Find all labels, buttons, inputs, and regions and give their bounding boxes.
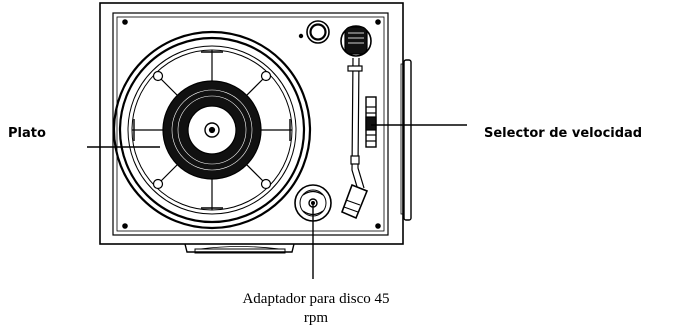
- screw-icon: [122, 223, 128, 229]
- tonearm: [340, 25, 372, 220]
- speed-selector-label: Selector de velocidad: [484, 126, 643, 141]
- speed-selector: [365, 96, 377, 148]
- adapter-label-line-1: Adaptador para disco 45: [242, 291, 390, 307]
- turntable-case: [99, 2, 404, 245]
- screw-icon: [375, 223, 381, 229]
- screw-icon: [122, 19, 128, 25]
- carry-handle: [184, 243, 295, 254]
- adapter-label-line-2: rpm: [303, 310, 329, 326]
- screw-icon: [375, 19, 381, 25]
- start-knob: [298, 20, 330, 44]
- adapter-label: Adaptador para disco 45 rpm: [196, 290, 436, 328]
- platter-label: Plato: [8, 126, 46, 141]
- platter: [112, 30, 312, 230]
